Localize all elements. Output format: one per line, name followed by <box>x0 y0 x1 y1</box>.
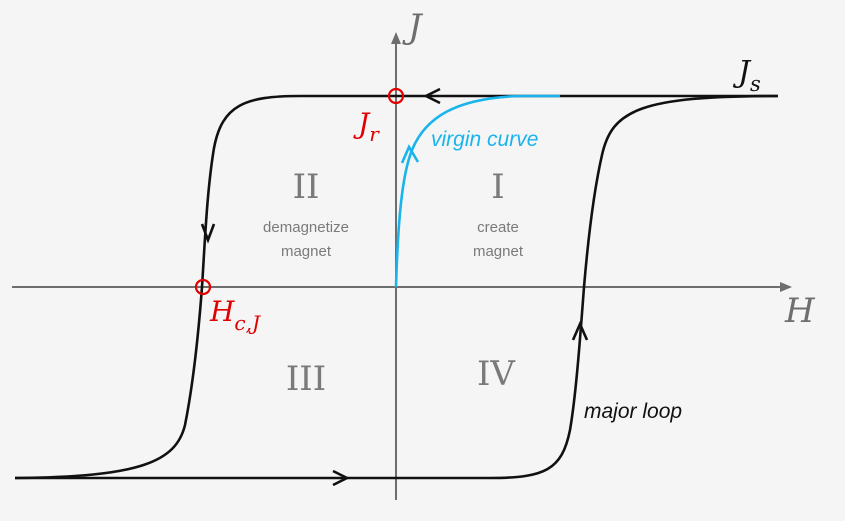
loop-arrow-right <box>571 320 589 341</box>
remanence-label: Jr <box>353 107 380 146</box>
loop-arrow-top <box>423 87 441 105</box>
coercivity-marker <box>194 278 212 296</box>
h-axis-label: H <box>784 291 816 331</box>
quadrant-1-line2: magnet <box>473 243 524 260</box>
loop-arrow-bottom <box>332 469 350 487</box>
saturation-label: Js <box>732 55 761 96</box>
quadrant-2-numeral: II <box>293 167 320 207</box>
quadrant-2-line1: demagnetize <box>263 219 349 236</box>
quadrant-1-numeral: I <box>491 167 504 207</box>
virgin-curve-label: virgin curve <box>431 128 538 151</box>
major-loop-descending-branch <box>14 94 778 480</box>
major-loop-ascending-branch <box>15 94 779 480</box>
j-axis-label: J <box>402 7 424 47</box>
quadrant-4-numeral: IV <box>477 354 516 394</box>
virgin-curve-arrow <box>400 144 420 164</box>
loop-arrow-left <box>200 223 216 244</box>
quadrant-3-numeral: III <box>286 359 326 399</box>
coercivity-label: Hc,J <box>209 295 261 335</box>
major-loop-label: major loop <box>584 400 682 423</box>
remanence-marker <box>387 87 405 105</box>
quadrant-1-line1: create <box>477 219 519 236</box>
quadrant-2-line2: magnet <box>281 243 332 260</box>
